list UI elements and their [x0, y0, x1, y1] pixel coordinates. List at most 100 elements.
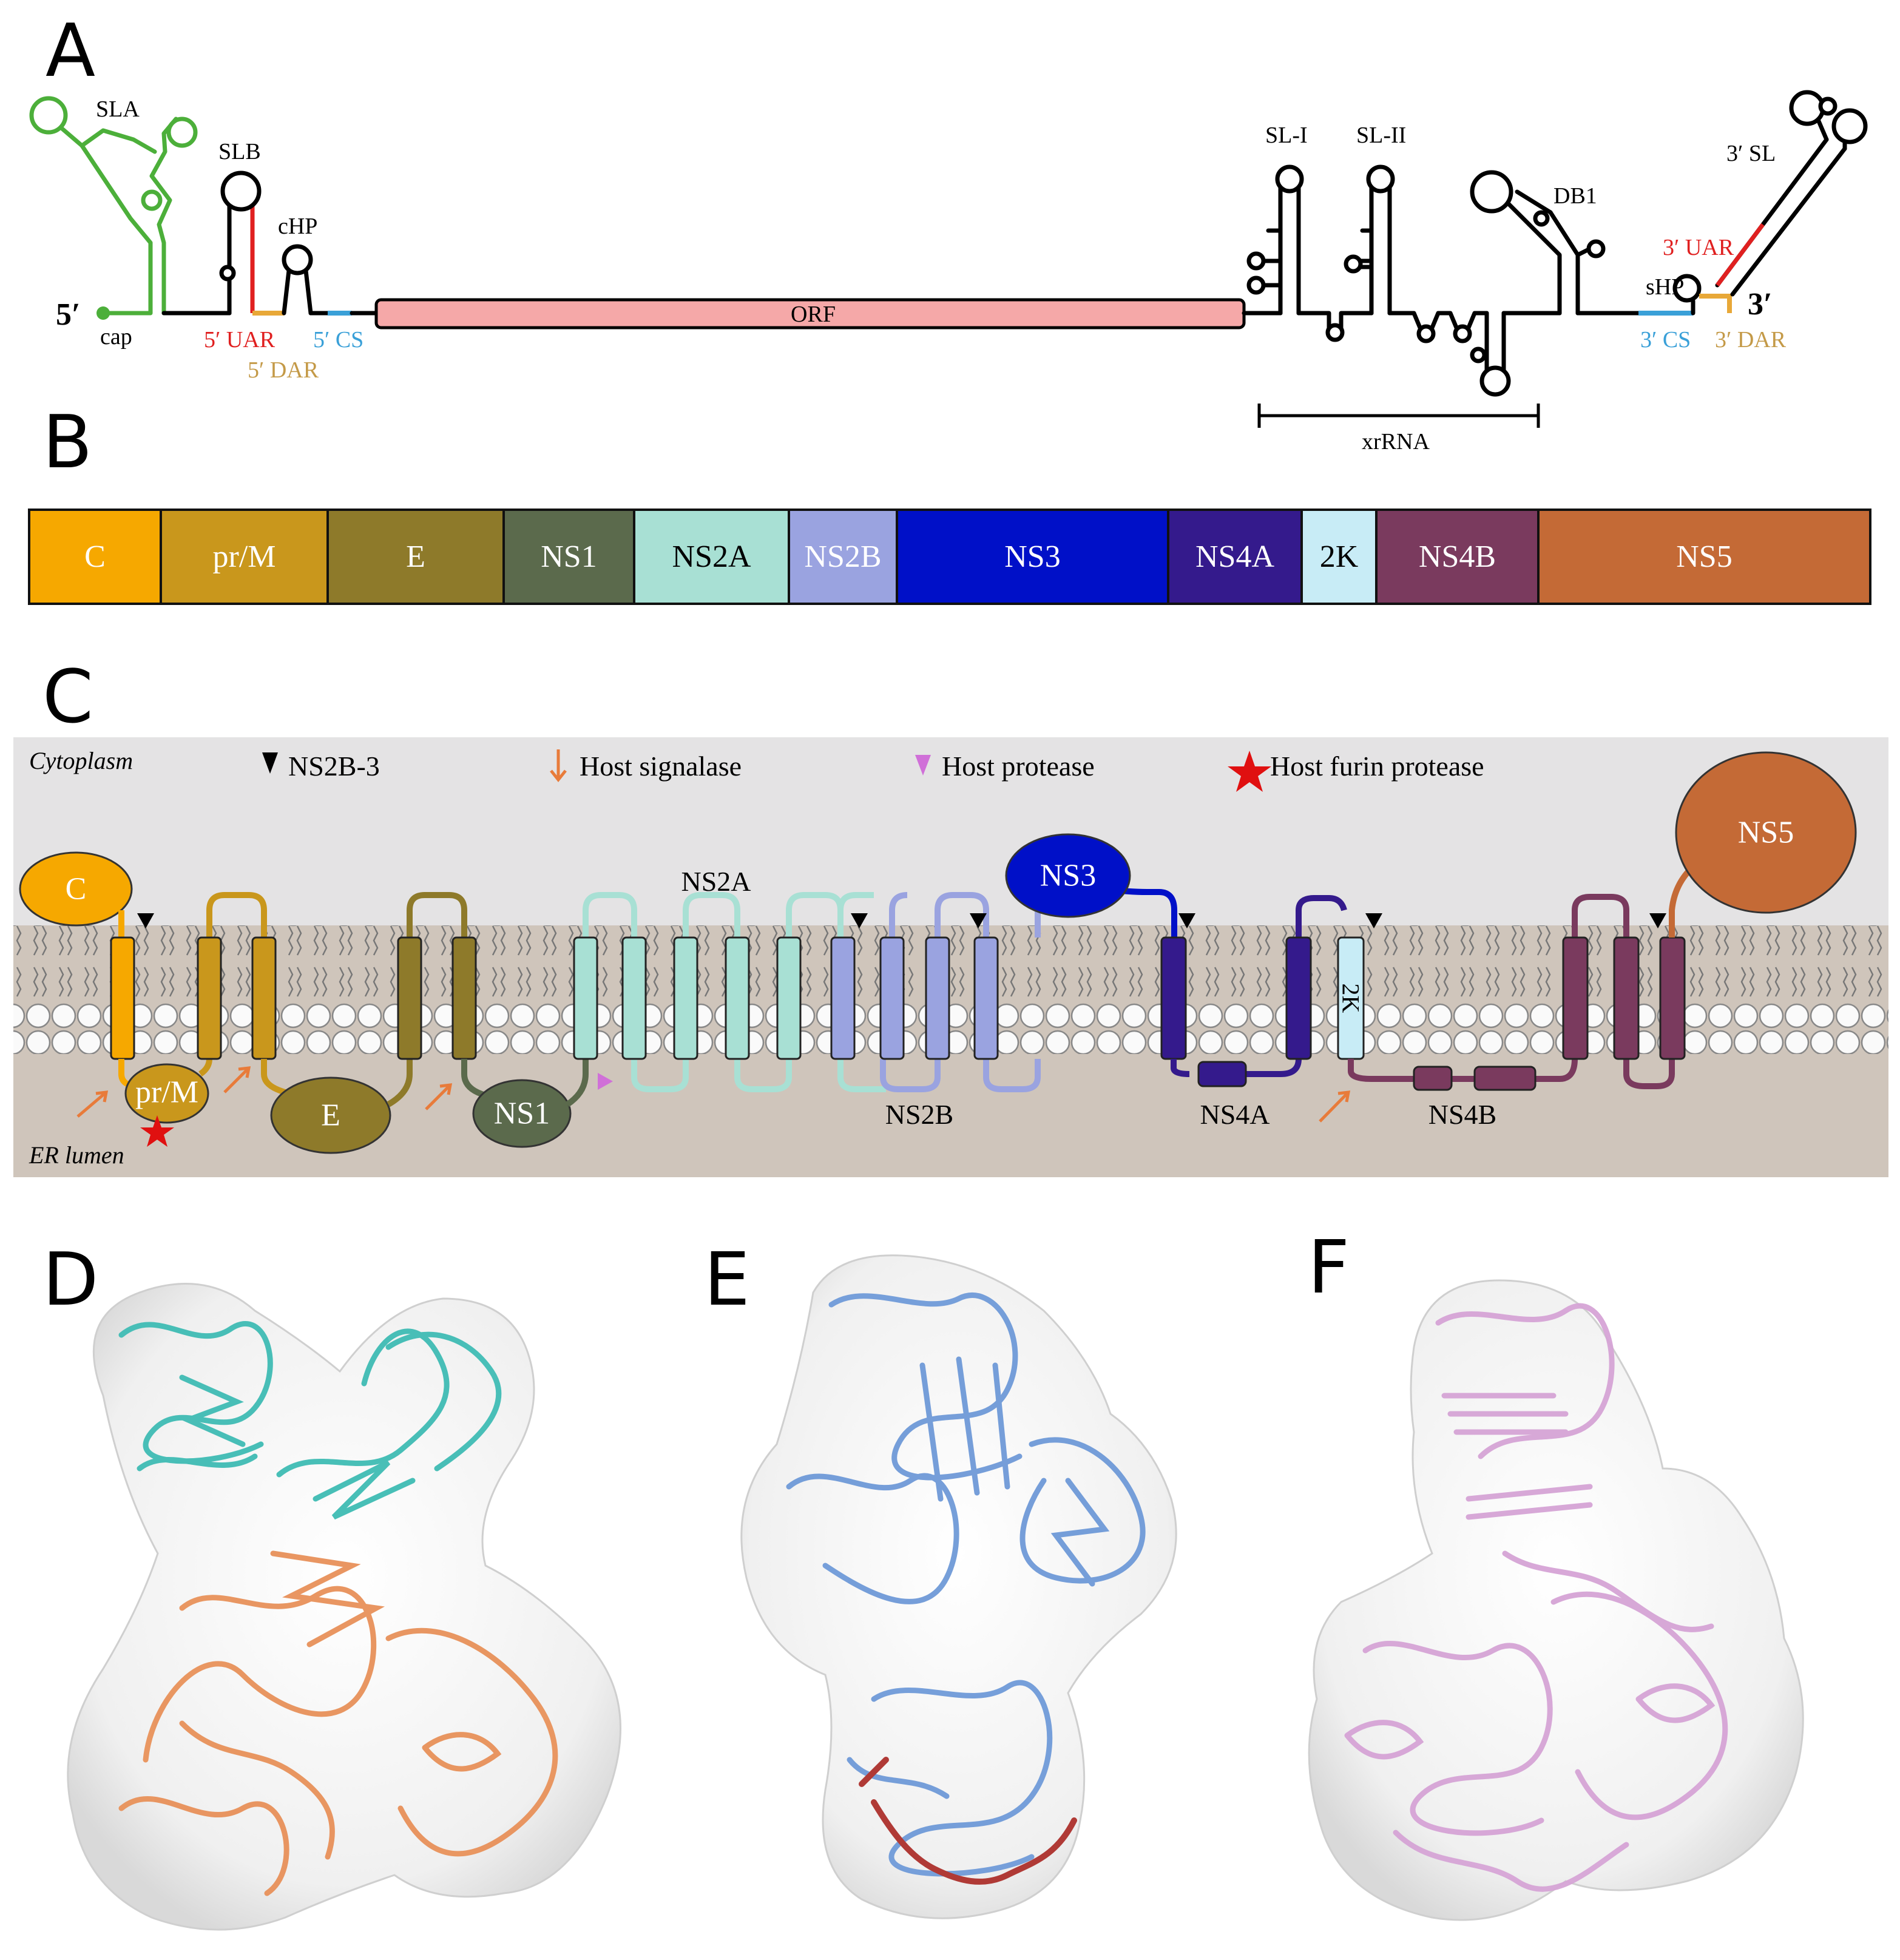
db1-stem-loop	[1470, 170, 1606, 316]
twok-label: 2K	[1337, 984, 1365, 1013]
sl-ii-label: SL-II	[1356, 123, 1406, 148]
ns2a-protein	[573, 892, 886, 1092]
ns4a-protein	[1160, 895, 1347, 1087]
panel-letter-c: C	[42, 655, 93, 740]
structure-f	[1308, 1279, 1804, 1921]
polyprotein-segment-label: NS4B	[1419, 539, 1496, 574]
polyprotein-segment-ns3	[896, 509, 1169, 605]
five-dar-label: 5′ DAR	[248, 357, 319, 383]
ns2b-label: NS2B	[885, 1099, 953, 1130]
small-hairpin-3	[1453, 324, 1472, 343]
polyprotein-segment-label: C	[84, 539, 106, 574]
sl-i-stem-loop	[1246, 164, 1304, 316]
polyprotein-segment-label: 2K	[1320, 539, 1359, 574]
cleavage-ns2b	[970, 913, 987, 928]
panel-letter-a: A	[46, 9, 95, 93]
sla-label: SLA	[96, 96, 140, 122]
xrrna-bracket	[1257, 404, 1540, 428]
legend-furin: Host furin protease	[1270, 751, 1484, 782]
db1-label: DB1	[1553, 183, 1597, 209]
cytoplasm-label: Cytoplasm	[29, 747, 133, 774]
cleavage-ns4b	[1649, 913, 1666, 928]
polyprotein-segment-label: NS4A	[1195, 539, 1274, 574]
prm-protein-label: pr/M	[135, 1075, 198, 1110]
ns4b-label: NS4B	[1428, 1099, 1496, 1130]
membrane-topology-diagram: Cytoplasm ER lumen NS2B-3 Host signalase…	[13, 737, 1888, 1177]
xrrna-label: xrRNA	[1362, 429, 1430, 455]
small-hairpin-2	[1416, 324, 1436, 343]
furin-site-star	[140, 1115, 174, 1147]
genome-rna-diagram: ORF	[29, 90, 1868, 455]
signalase-arrow-1	[76, 1090, 109, 1118]
polyprotein-segment-2k	[1300, 509, 1378, 605]
ns1-protein-label: NS1	[494, 1097, 550, 1131]
three-dar-line	[1699, 294, 1732, 313]
c-tm-helix	[110, 936, 135, 1060]
panel-letter-e: E	[704, 1238, 750, 1322]
slb-stem-loop	[219, 171, 262, 316]
polyprotein-segment-label: NS5	[1676, 539, 1732, 574]
polyprotein-segment-label: NS1	[541, 539, 597, 574]
cap-label: cap	[100, 324, 132, 350]
structure-d	[67, 1283, 621, 1931]
small-hairpin-1	[1325, 323, 1345, 342]
five-uar-label: 5′ UAR	[204, 327, 276, 353]
ns1-protein	[472, 1079, 572, 1148]
polyprotein-segment-c	[28, 509, 162, 605]
sla-stem-loop	[29, 96, 198, 316]
cleavage-ns3	[1178, 913, 1195, 928]
polyprotein-segment-label: E	[406, 539, 425, 574]
three-dar-label: 3′ DAR	[1715, 327, 1787, 353]
ns5-protein-label: NS5	[1738, 816, 1794, 850]
polyprotein-segment-prm	[160, 509, 329, 605]
ns4a-label: NS4A	[1200, 1099, 1269, 1130]
legend-ns2b3: NS2B-3	[288, 751, 380, 782]
slb-label: SLB	[218, 139, 261, 164]
polyprotein-segment-label: pr/M	[213, 539, 276, 574]
ns2b3-cleavage-icon	[262, 752, 278, 774]
er-lumen-label: ER lumen	[29, 1141, 124, 1169]
host-protease-icon	[915, 755, 931, 776]
descending-hairpin	[1470, 311, 1511, 397]
three-sl-stem-loop	[1715, 90, 1868, 297]
three-cs-label: 3′ CS	[1640, 327, 1691, 353]
polyprotein-segment-ns2a	[633, 509, 790, 605]
structure-e	[740, 1254, 1177, 1919]
cleavage-2k	[1365, 913, 1382, 928]
legend-signalase: Host signalase	[580, 751, 742, 782]
ns3-protein-label: NS3	[1040, 859, 1096, 893]
ns4b-protein	[1348, 894, 1686, 1091]
prm-tm-helix-1	[197, 936, 222, 1060]
ns5-protein	[1675, 751, 1857, 914]
furin-star-icon	[1228, 751, 1271, 792]
host-protease-site	[598, 1073, 613, 1090]
polyprotein-segment-ns1	[502, 509, 635, 605]
sl-i-label: SL-I	[1265, 123, 1308, 148]
lipid-bilayer	[13, 925, 1888, 1054]
cleavage-c	[137, 913, 154, 928]
ns2b-protein	[830, 892, 1053, 1092]
polyprotein-segment-ns4b	[1375, 509, 1540, 605]
panel-letter-f: F	[1308, 1226, 1350, 1310]
three-prime-label: 3′	[1748, 287, 1773, 322]
signalase-arrow-2	[223, 1066, 251, 1093]
three-sl-label: 3′ SL	[1726, 141, 1776, 166]
shp-label: sHP	[1646, 274, 1684, 300]
three-uar-label: 3′ UAR	[1663, 235, 1734, 260]
orf-label: ORF	[791, 302, 836, 327]
polyprotein-segment-label: NS3	[1004, 539, 1060, 574]
polyprotein-segment-ns5	[1537, 509, 1871, 605]
polyprotein-segment-label: NS2B	[804, 539, 881, 574]
ns2a-label: NS2A	[681, 866, 751, 897]
polyprotein-segment-label: NS2A	[672, 539, 751, 574]
prm-tm-helix-2	[251, 936, 277, 1060]
c-protein	[19, 851, 133, 927]
cleavage-ns2a	[851, 913, 868, 928]
signalase-arrow-4	[1319, 1090, 1351, 1123]
c-protein-label: C	[66, 872, 87, 907]
signalase-arrow-3	[425, 1083, 453, 1110]
panel-letter-d: D	[42, 1238, 98, 1322]
polyprotein-segment-ns4a	[1167, 509, 1303, 605]
